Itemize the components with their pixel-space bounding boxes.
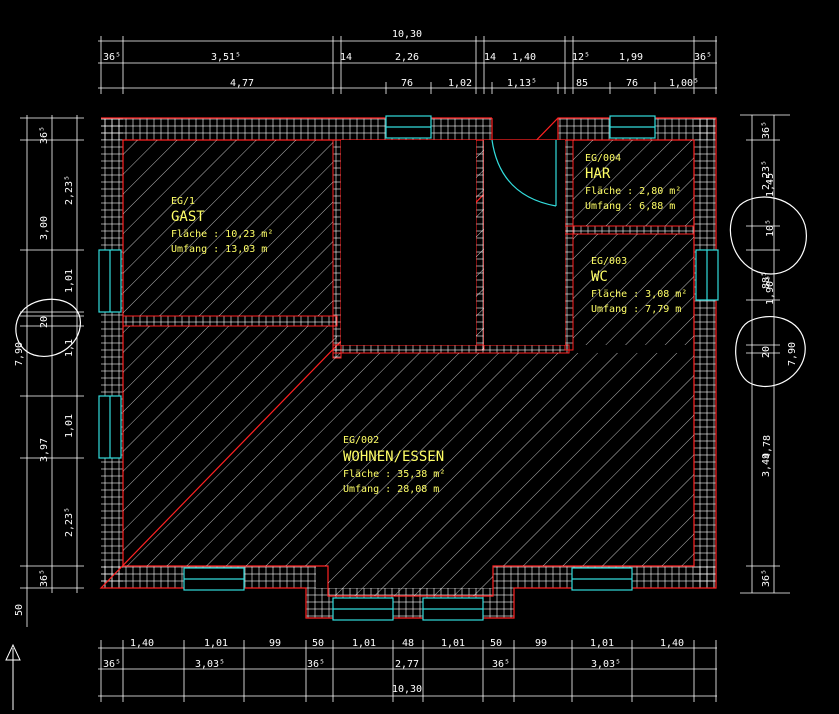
dim-top-total: 10,30	[392, 29, 422, 40]
dim-left-outer-2: 20	[39, 316, 50, 328]
dim-top-row1-1: 3,51⁵	[211, 52, 241, 63]
room-labels: EG/1 GAST Fläche : 10,23 m² Umfang : 13,…	[171, 153, 687, 495]
dim-left-inner-4: 2,23⁵	[64, 507, 75, 537]
dim-bottom-row1-5: 48	[402, 638, 414, 649]
dim-bottom-row1-7: 50	[490, 638, 502, 649]
dim-top-row2-0: 4,77	[230, 78, 254, 89]
dim-left-outer-0: 36⁵	[39, 126, 50, 144]
dim-top-row2-6: 1,00⁵	[669, 78, 699, 89]
dim-bottom-row2-2: 36⁵	[307, 659, 325, 670]
room-name: WC	[591, 269, 608, 285]
room-perimeter: Umfang : 7,79 m	[591, 304, 681, 315]
dim-left-bottom: 50	[14, 604, 25, 616]
dim-top-row1-2: 14	[340, 52, 352, 63]
dim-left-outer-1: 3,00	[39, 216, 50, 240]
dim-top-row1-6: 12⁵	[572, 52, 590, 63]
dim-top-row1-0: 36⁵	[103, 52, 121, 63]
dim-right-outer-3: 20	[761, 346, 772, 358]
dimension-lines	[20, 36, 790, 702]
dim-left-outer-3: 3,97	[39, 438, 50, 462]
dim-top-row1-7: 1,99	[619, 52, 643, 63]
dim-bottom-row2-0: 36⁵	[103, 659, 121, 670]
dim-left-inner-2: 1,1	[64, 339, 75, 357]
windows	[98, 115, 719, 621]
room-area: Fläche : 3,08 m²	[591, 289, 687, 300]
dim-top-row1-4: 14	[484, 52, 496, 63]
dim-bottom-row1-0: 1,40	[130, 638, 154, 649]
dim-left-total: 7,90	[14, 342, 25, 366]
room-name: HAR	[585, 166, 611, 182]
room-id: EG/004	[585, 153, 621, 164]
dim-top-row2-1: 76	[401, 78, 413, 89]
door-swing	[491, 139, 557, 207]
dim-right-inner-0: 1,45	[765, 173, 776, 197]
dim-bottom-row1-6: 1,01	[441, 638, 465, 649]
north-arrow-icon	[5, 643, 21, 710]
room-name: GAST	[171, 209, 205, 225]
dim-bottom-row1-4: 1,01	[352, 638, 376, 649]
dim-top-row2-5: 76	[626, 78, 638, 89]
dim-right-outer-4: 3,49	[761, 453, 772, 477]
dim-top-row1-3: 2,26	[395, 52, 419, 63]
dim-right-total-lower: 4,78	[762, 435, 773, 459]
dim-top-row2-4: 85	[576, 78, 588, 89]
room-area: Fläche : 35,38 m²	[343, 469, 445, 480]
dim-left-inner-3: 1,01	[64, 414, 75, 438]
dim-bottom-row1-8: 99	[535, 638, 547, 649]
dim-bottom-row1-9: 1,01	[590, 638, 614, 649]
markup-circles	[15, 196, 807, 387]
room-area: Fläche : 10,23 m²	[171, 229, 273, 240]
dim-bottom-row2-5: 3,03⁵	[591, 659, 621, 670]
room-id: EG/003	[591, 256, 627, 267]
dim-right-outer-0: 36⁵	[761, 121, 772, 139]
dim-top-row2-3: 1,13⁵	[507, 78, 537, 89]
dim-top-row1-8: 36⁵	[694, 52, 712, 63]
dim-bottom-row1-2: 99	[269, 638, 281, 649]
dim-left-outer-4: 36⁵	[39, 569, 50, 587]
dim-right-inner-2: 1,90⁵	[765, 275, 776, 305]
dim-bottom-row1-10: 1,40	[660, 638, 684, 649]
room-area: Fläche : 2,80 m²	[585, 186, 681, 197]
dim-left-inner-1: 1,01	[64, 269, 75, 293]
dim-bottom-row1-3: 50	[312, 638, 324, 649]
room-hatching	[123, 140, 694, 596]
room-perimeter: Umfang : 28,08 m	[343, 484, 439, 495]
dim-bottom-row2-4: 36⁵	[492, 659, 510, 670]
room-label-har: EG/004 HAR Fläche : 2,80 m² Umfang : 6,8…	[585, 153, 681, 212]
dim-top-row1-5: 1,40	[512, 52, 536, 63]
room-perimeter: Umfang : 13,03 m	[171, 244, 267, 255]
room-label-wc: EG/003 WC Fläche : 3,08 m² Umfang : 7,79…	[591, 256, 687, 315]
dim-right-inner-1: 10⁵	[765, 219, 776, 237]
room-label-gast: EG/1 GAST Fläche : 10,23 m² Umfang : 13,…	[171, 196, 273, 255]
room-id: EG/002	[343, 435, 379, 446]
dim-top-row2-2: 1,02	[448, 78, 472, 89]
dim-right-total-upper: 7,90	[787, 342, 798, 366]
room-label-wohnen: EG/002 WOHNEN/ESSEN Fläche : 35,38 m² Um…	[343, 435, 445, 495]
dim-right-outer-1: 2,23⁵	[761, 160, 772, 190]
dimension-texts: 10,30 36⁵ 3,51⁵ 14 2,26 14 1,40 12⁵ 1,99 36⁵ 4,7…	[14, 29, 798, 695]
dim-left-inner-0: 2,23⁵	[64, 175, 75, 205]
dim-bottom-row2-1: 3,03⁵	[195, 659, 225, 670]
room-name: WOHNEN/ESSEN	[343, 449, 444, 465]
dim-right-outer-5: 36⁵	[761, 569, 772, 587]
dim-right-outer-2: 88⁵	[761, 271, 772, 289]
dim-bottom-row2-3: 2,77	[395, 659, 419, 670]
dim-bottom-total: 10,30	[392, 684, 422, 695]
room-id: EG/1	[171, 196, 195, 207]
room-perimeter: Umfang : 6,88 m	[585, 201, 675, 212]
dim-bottom-row1-1: 1,01	[204, 638, 228, 649]
walls	[99, 116, 717, 619]
